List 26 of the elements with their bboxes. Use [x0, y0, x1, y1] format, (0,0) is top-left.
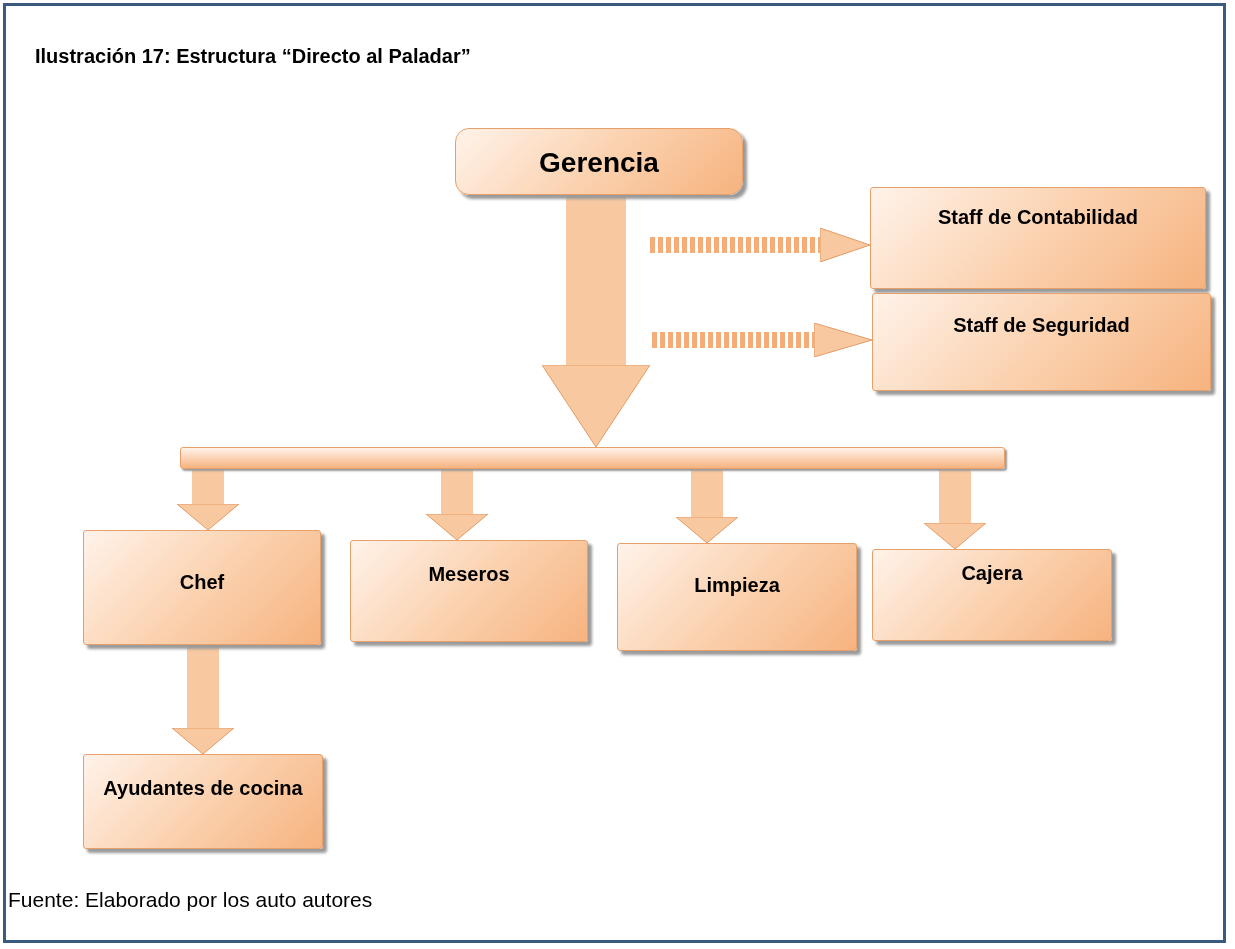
org-box [872, 549, 1112, 641]
box-label: Gerencia [538, 147, 660, 180]
org-box [455, 128, 743, 195]
org-box [617, 543, 857, 651]
box-label: Chef [178, 571, 226, 595]
horizontal-bar [180, 447, 1005, 469]
box-label: Meseros [427, 563, 511, 587]
box-label: Staff de Seguridad [952, 314, 1131, 338]
block-arrow [176, 469, 240, 531]
block-arrow [541, 195, 651, 448]
org-box [83, 530, 321, 645]
org-box [350, 540, 588, 642]
box-label: Ayudantes de cocina [102, 777, 304, 801]
block-arrow [425, 469, 489, 541]
org-box [870, 187, 1206, 289]
box-label: Cajera [960, 562, 1024, 586]
block-arrow [171, 645, 235, 755]
org-box [83, 754, 323, 849]
figure-title: Ilustración 17: Estructura “Directo al Paladar” [35, 45, 471, 68]
block-arrow [675, 469, 739, 544]
block-arrow [652, 322, 873, 358]
box-label: Staff de Contabilidad [937, 206, 1139, 230]
org-box [872, 293, 1211, 391]
source-caption: Fuente: Elaborado por los auto autores [8, 888, 373, 912]
box-label: Limpieza [693, 574, 781, 598]
block-arrow [650, 227, 871, 263]
